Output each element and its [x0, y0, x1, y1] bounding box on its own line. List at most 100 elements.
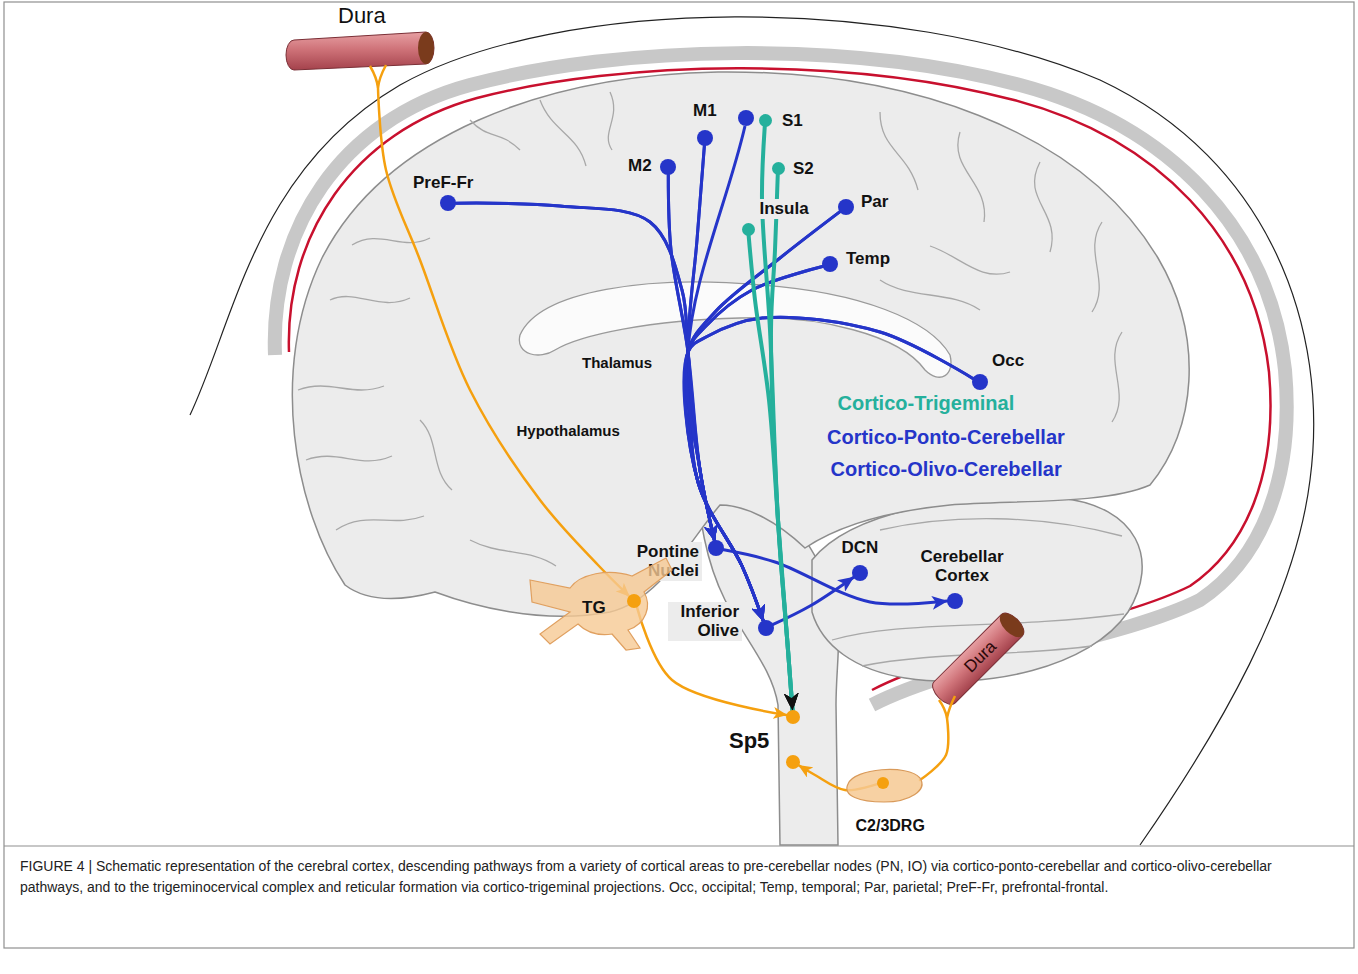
cortical-area-node: S1 — [779, 111, 806, 131]
vessel-body — [286, 32, 434, 70]
node-dot — [627, 594, 641, 608]
dura-vessel: Dura — [280, 0, 445, 88]
gyri — [298, 92, 1124, 666]
gyrus-line — [540, 100, 586, 166]
nucleus-node: Inferior Olive — [668, 602, 742, 641]
vessel-body — [928, 609, 1028, 709]
pathway-connector — [456, 203, 763, 620]
vessel-end — [418, 32, 434, 64]
gyrus-line — [330, 297, 410, 303]
label-holder: Cortico-Ponto-Cerebellar — [824, 426, 1068, 449]
node-label: Temp — [843, 249, 893, 269]
node-dot — [758, 620, 774, 636]
gyrus-line — [1092, 222, 1102, 312]
cortical-area-node: Insula — [757, 199, 812, 219]
gyrus-line — [1112, 332, 1122, 422]
cortical-area-node: M1 — [690, 101, 720, 121]
pathway-connector — [378, 88, 629, 596]
gyrus-line — [420, 420, 452, 490]
figure-frame — [4, 2, 1354, 948]
caption-divider — [4, 845, 1354, 846]
cortical-area-node: PreF-Fr — [410, 173, 476, 193]
node-label: Sp5 — [726, 728, 772, 753]
node-dot — [972, 374, 988, 390]
gyrus-line — [880, 112, 918, 190]
cortical-dot — [738, 110, 754, 126]
node-label: C2/3DRG — [853, 817, 928, 835]
cortical-area-node: Temp — [843, 249, 893, 269]
ganglion-shape — [530, 558, 672, 650]
node-label: Insula — [757, 199, 812, 219]
node-label: M1 — [690, 101, 720, 121]
cortical-area-node: Par — [858, 192, 891, 212]
cerebellum — [812, 497, 1142, 681]
node-dot — [947, 593, 963, 609]
pathway-connector — [920, 718, 948, 780]
gyrus-line — [298, 386, 384, 390]
node-label: Cerebellar Cortex — [912, 547, 1012, 586]
gyrus-line — [958, 132, 985, 222]
region-label: Thalamus — [579, 354, 655, 371]
label-holder: Hypothalamus — [514, 422, 623, 439]
folia-line — [832, 614, 1124, 640]
pathway-connector — [686, 212, 840, 540]
node-dot — [742, 223, 755, 236]
node-label: Occ — [989, 351, 1027, 371]
node-dot — [786, 710, 800, 724]
node-dot — [660, 159, 676, 175]
node-label: Inferior Olive — [668, 602, 742, 641]
pathway-label: Cortico-Ponto-Cerebellar — [824, 426, 1068, 449]
gyrus-line — [352, 238, 430, 245]
gyrus-line — [1035, 162, 1053, 252]
node-label: DCN — [839, 538, 882, 558]
caption-holder: FIGURE 4 | Schematic representation of t… — [20, 856, 1338, 898]
pathway-connector — [668, 175, 714, 540]
node-label: PreF-Fr — [410, 173, 476, 193]
label-holder: Cortico-Olivo-Cerebellar — [828, 458, 1065, 481]
cortical-area-node: M2 — [625, 156, 655, 176]
corpus-callosum — [519, 282, 951, 377]
nucleus-node: Cerebellar Cortex — [912, 547, 1012, 586]
nucleus-node: Sp5 — [726, 728, 772, 753]
node-dot — [440, 195, 456, 211]
node-label: Dura — [335, 3, 389, 28]
pathway-label: Cortico-Trigeminal — [835, 392, 1018, 415]
node-dot — [822, 256, 838, 272]
cerebrum — [292, 72, 1189, 616]
node-label: S2 — [790, 159, 817, 179]
vessel-group — [928, 609, 1028, 709]
gyrus-line — [608, 92, 613, 150]
gyrus-line — [470, 540, 556, 566]
node-dot — [838, 199, 854, 215]
ganglion-node: C2/3DRG — [838, 762, 942, 844]
cortical-area-node: Occ — [989, 351, 1027, 371]
dura-vessel: Dura — [925, 600, 1035, 718]
folia-line — [880, 519, 1122, 536]
nerve-fork — [939, 696, 955, 718]
region-label: Hypothalamus — [514, 422, 623, 439]
node-label: S1 — [779, 111, 806, 131]
gyrus-line — [306, 456, 392, 461]
node-dot — [852, 565, 868, 581]
gyrus-line — [470, 120, 520, 150]
gyrus-line — [880, 280, 980, 310]
ganglion-shape — [847, 769, 922, 802]
node-dot — [877, 777, 889, 789]
head-outline — [190, 17, 1314, 845]
node-dot — [759, 114, 772, 127]
node-label: M2 — [625, 156, 655, 176]
gyrus-line — [930, 246, 1010, 274]
node-dot — [772, 162, 785, 175]
ganglion-node: TG — [528, 540, 673, 652]
node-dot — [708, 540, 724, 556]
pathway-connector — [456, 203, 714, 540]
gyrus-line — [336, 516, 424, 530]
cortical-area-node: S2 — [790, 159, 817, 179]
node-label: Par — [858, 192, 891, 212]
label-holder: Thalamus — [579, 354, 655, 371]
